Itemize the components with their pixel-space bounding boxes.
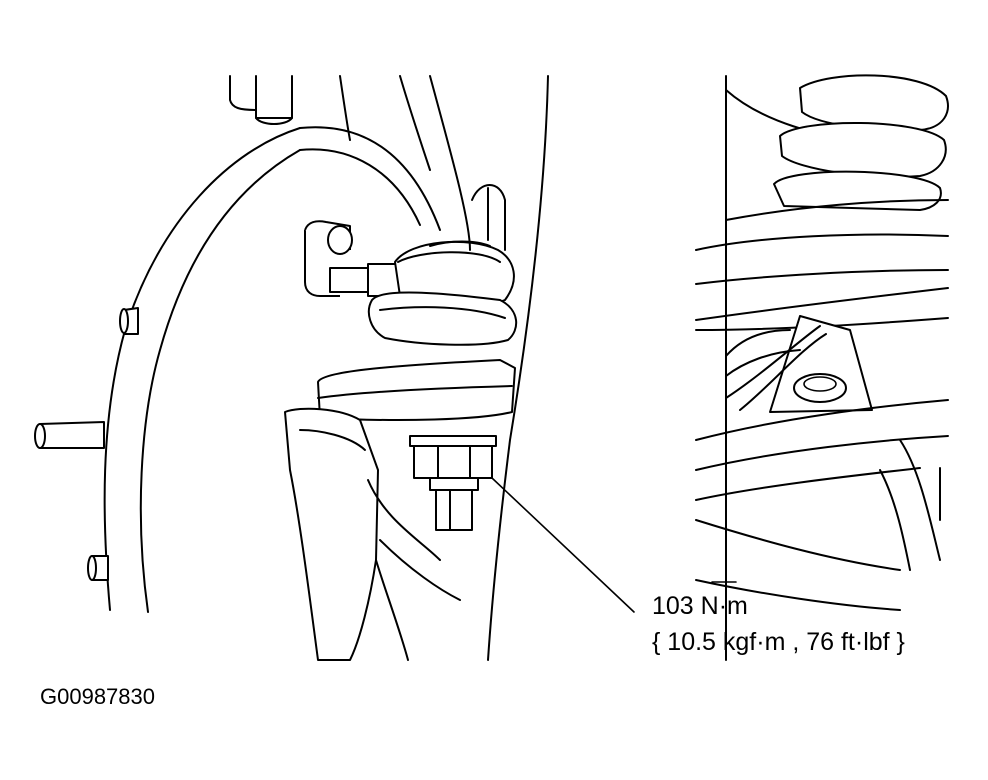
coil-spring [725, 74, 949, 221]
steering-knuckle [284, 291, 518, 661]
wheel-studs [34, 307, 139, 581]
strut-body [429, 75, 727, 661]
figure-id: G00987830 [40, 684, 155, 709]
tie-rod-end [304, 184, 515, 307]
ball-joint-nut [409, 435, 497, 531]
torque-value-alternate-units: { 10.5 kgf·m , 76 ft·lbf } [652, 628, 905, 656]
leader-line [491, 477, 737, 613]
torque-value-metric: 103 N·m [652, 592, 748, 620]
brake-disc [103, 75, 441, 613]
lower-control-arm [695, 233, 949, 611]
